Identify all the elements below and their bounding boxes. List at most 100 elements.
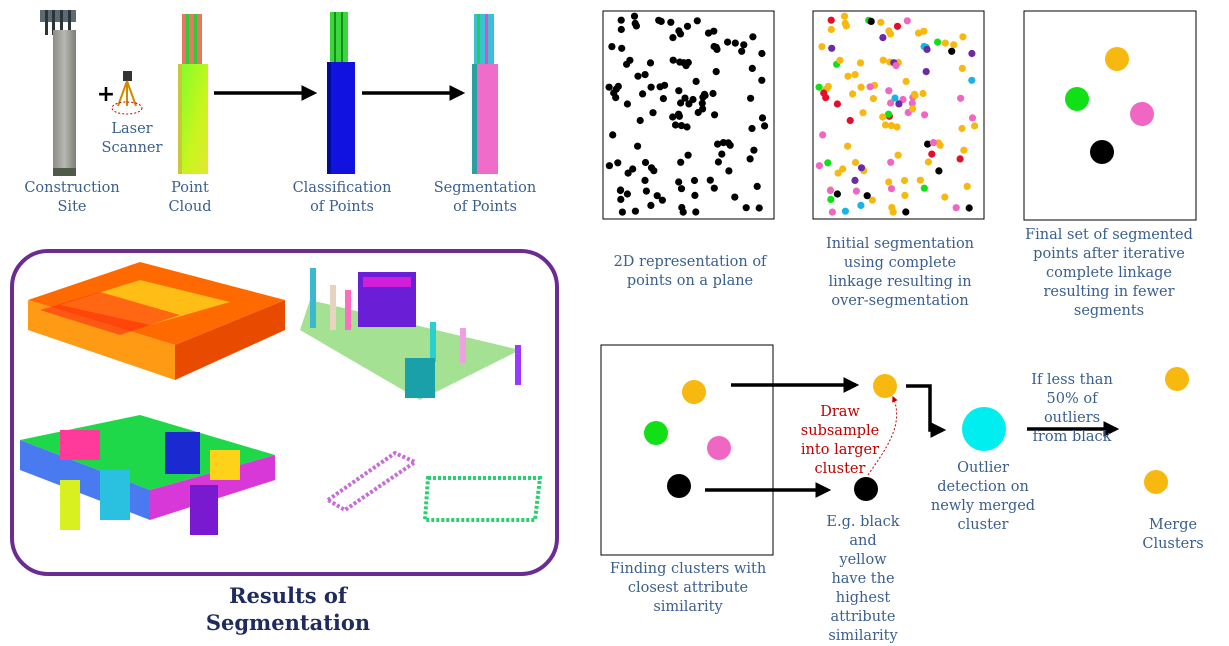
raw-point — [667, 18, 675, 26]
segmented-point — [885, 27, 893, 35]
segmented-point — [841, 19, 849, 27]
segmented-point — [840, 12, 849, 20]
raw-point — [683, 22, 692, 30]
segmented-point — [815, 83, 823, 91]
raw-point — [624, 169, 632, 177]
raw-point — [617, 25, 625, 34]
merge-clusters-label: Merge Clusters — [1142, 517, 1204, 552]
raw-point — [731, 39, 739, 47]
segmented-point — [902, 208, 910, 216]
segmented-point — [934, 38, 942, 46]
segmented-point — [889, 208, 897, 216]
raw-point — [718, 150, 726, 158]
raw-point — [683, 123, 691, 131]
final-segment-yellow — [1105, 47, 1129, 71]
segmented-point — [893, 123, 901, 131]
cluster-green — [644, 421, 668, 445]
raw-point — [719, 139, 728, 147]
raw-point — [677, 122, 686, 130]
raw-point — [714, 140, 722, 148]
segmented-point — [963, 182, 971, 190]
raw-point — [685, 100, 693, 108]
raw-point — [675, 110, 683, 118]
segmented-point — [919, 89, 927, 98]
segmented-point — [887, 158, 895, 166]
construction-site-image — [40, 10, 76, 176]
raw-point — [692, 208, 700, 216]
segmented-point — [849, 90, 857, 98]
result-wall-segments — [324, 450, 543, 522]
raw-point — [677, 185, 686, 193]
raw-point — [605, 83, 613, 91]
results-title: Results of Segmentation — [205, 583, 371, 635]
segmented-point — [859, 109, 867, 117]
raw-point — [700, 90, 709, 98]
panel3-caption: Final set of segmented points after iter… — [1025, 227, 1193, 319]
raw-point — [747, 94, 755, 102]
segmented-point — [914, 29, 923, 37]
raw-point — [681, 94, 689, 102]
segmented-point — [924, 140, 932, 148]
outlier-detection-label: Outlier detection on newly merged cluste… — [930, 460, 1036, 533]
segmented-point — [834, 169, 842, 177]
segmented-point — [910, 90, 919, 98]
segmented-point — [828, 44, 836, 52]
segmented-point — [856, 59, 865, 67]
segmented-point — [844, 142, 852, 150]
segmented-point — [900, 176, 909, 185]
raw-point — [634, 72, 642, 80]
segmented-point — [818, 43, 826, 51]
raw-point — [684, 151, 692, 159]
segmented-point — [923, 45, 931, 54]
segmented-point — [921, 111, 929, 119]
segmented-point — [958, 124, 966, 133]
segmented-point — [879, 113, 887, 121]
segmented-point — [922, 68, 930, 76]
raw-points-scatter — [605, 12, 769, 216]
final-segment-black — [1090, 140, 1114, 164]
merged-cyan-cluster — [962, 407, 1006, 451]
raw-point — [659, 95, 668, 103]
segmented-point — [827, 16, 835, 24]
segmented-point — [929, 139, 938, 147]
raw-point — [653, 192, 661, 200]
final-segment-pink — [1130, 102, 1154, 126]
raw-point — [623, 100, 632, 108]
segmented-point — [908, 99, 916, 107]
cluster-pink — [707, 436, 731, 460]
raw-point — [709, 89, 717, 98]
selected-black-cluster — [854, 477, 878, 501]
segmented-point — [892, 62, 900, 70]
finding-clusters-caption: Finding clusters with closest attribute … — [609, 561, 767, 615]
segmented-point — [887, 185, 896, 193]
raw-point — [646, 59, 655, 67]
segmented-point — [844, 72, 852, 80]
segmented-point — [857, 164, 866, 172]
raw-point — [713, 45, 721, 54]
panel1-caption: 2D representation of points on a plane — [613, 254, 767, 289]
plus-sign: + — [96, 82, 116, 107]
raw-point — [641, 71, 649, 79]
raw-point — [639, 90, 647, 98]
raw-point — [761, 122, 769, 130]
raw-point — [641, 176, 649, 184]
segmented-point — [928, 150, 936, 158]
raw-point — [758, 76, 766, 84]
raw-point — [641, 158, 650, 167]
raw-point — [647, 83, 655, 91]
segmentation-label: Segmentation of Points — [433, 180, 537, 215]
raw-point — [690, 176, 699, 185]
example-similarity-label: E.g. black and yellow have the highest a… — [826, 514, 900, 644]
segmented-point — [941, 193, 949, 201]
segmented-point — [827, 195, 835, 203]
segmented-point — [893, 22, 902, 30]
segmented-point — [885, 87, 893, 95]
raw-point — [704, 29, 713, 37]
segmented-point — [885, 178, 893, 186]
raw-point — [725, 167, 733, 175]
segmented-point — [895, 100, 903, 108]
raw-point — [657, 17, 665, 25]
raw-point — [693, 17, 701, 25]
raw-point — [647, 164, 656, 172]
